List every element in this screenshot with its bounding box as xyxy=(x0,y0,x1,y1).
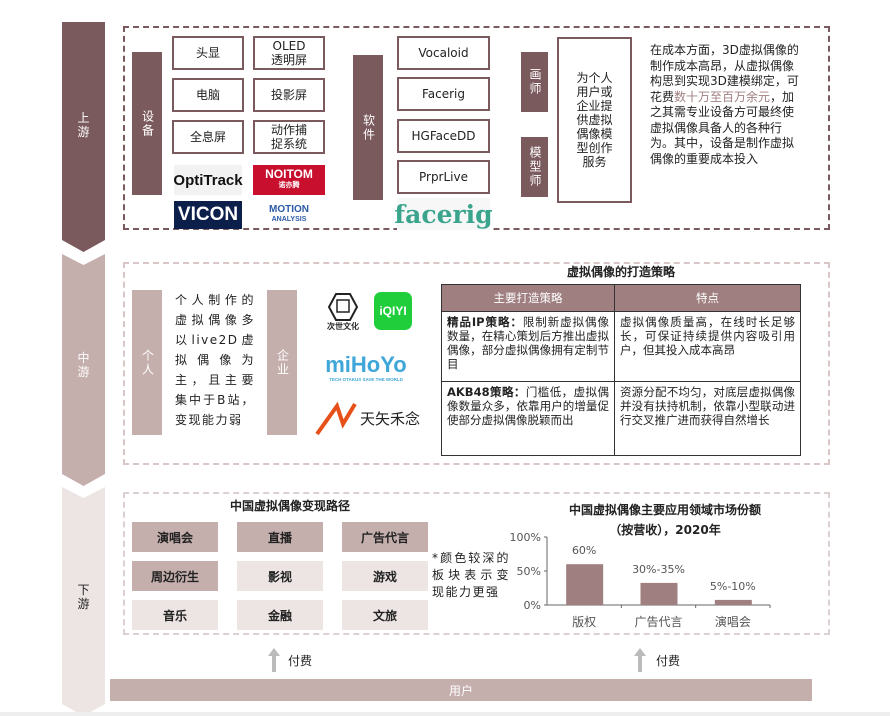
software-item: Vocaloid xyxy=(397,36,490,70)
strategy-cell: AKB48策略：门槛低，虚拟偶像数量众多，依靠用户的增量促使部分虚拟偶像脱颖而出 xyxy=(441,381,615,456)
cishi-logo: 次世文化 xyxy=(318,290,368,334)
equipment-item: OLED透明屏 xyxy=(253,36,325,70)
bar xyxy=(566,564,604,605)
equipment-item: 全息屏 xyxy=(172,120,244,154)
cost-text: 在成本方面，3D虚拟偶像的制作成本高昂，从虚拟偶像构思到实现3D建模绑定，可花费 xyxy=(650,43,799,104)
monetization-tile: 游戏 xyxy=(342,561,428,591)
feature-cell: 资源分配不均匀，对底层虚拟偶像并没有扶持机制，依靠小型联动进行交叉推广进而获得自… xyxy=(614,381,801,456)
monetization-tile: 周边衍生 xyxy=(132,561,218,591)
cost-text: ，加之其需专业设备方可最终使虚拟偶像具备人的各种行为。其中，设备是制作虚拟偶像的… xyxy=(650,89,795,166)
bar xyxy=(714,599,752,605)
data-label: 30%-35% xyxy=(632,563,685,576)
data-label: 5%-10% xyxy=(710,580,756,593)
market-share-chart: 100% 50% 0% 60% 版权 30%-35% 广告代言 5%-10% 演唱会 xyxy=(510,531,771,629)
chart-title: 中国虚拟偶像主要应用领域市场份额 xyxy=(568,503,761,517)
equipment-item: 投影屏 xyxy=(253,78,325,112)
stage-chevrons xyxy=(62,22,105,716)
equipment-item: 动作捕捉系统 xyxy=(253,120,325,154)
software-item: Facerig xyxy=(397,77,490,111)
x-tick-label: 广告代言 xyxy=(634,615,682,629)
facerig-logo: facerig xyxy=(394,198,493,230)
user-bar: 用户 xyxy=(110,679,812,701)
pay-label: 付费 xyxy=(656,654,681,668)
feature-cell: 虚拟偶像质量高，在线时长足够长，可保证持续提供内容吸引用户，但其投入成本高昂 xyxy=(614,311,801,382)
data-label: 60% xyxy=(572,544,596,557)
cishi-emblem-icon xyxy=(328,292,358,321)
x-tick-label: 演唱会 xyxy=(715,614,751,629)
pay-arrow-icon xyxy=(268,648,280,672)
equipment-item: 电脑 xyxy=(172,78,244,112)
downstream-chevron xyxy=(62,487,105,716)
software-item: HGFaceDD xyxy=(397,119,490,153)
monetization-tile: 文旅 xyxy=(342,600,428,630)
equipment-label: 设备 xyxy=(132,52,162,195)
y-tick-label: 100% xyxy=(510,531,541,544)
paths-note: *颜色较深的板块表示变现能力更强 xyxy=(432,551,510,599)
table-header: 主要打造策略 xyxy=(441,284,615,312)
equipment-item: 头显 xyxy=(172,36,244,70)
optitrack-logo: OptiTrack xyxy=(173,165,243,195)
stage-midstream: 中游 xyxy=(77,351,90,379)
monetization-tile: 金融 xyxy=(237,600,323,630)
role-modeler: 模型师 xyxy=(521,137,548,197)
monetization-tile: 演唱会 xyxy=(132,522,218,552)
table-row: AKB48策略：门槛低，虚拟偶像数量众多，依靠用户的增量促使部分虚拟偶像脱颖而出… xyxy=(441,381,801,456)
individual-label: 个人 xyxy=(132,290,162,435)
midstream-panel xyxy=(123,262,830,465)
cost-description: 在成本方面，3D虚拟偶像的制作成本高昂，从虚拟偶像构思到实现3D建模绑定，可花费… xyxy=(650,43,802,167)
monetization-tile: 影视 xyxy=(237,561,323,591)
pay-label: 付费 xyxy=(288,654,313,668)
service-box: 为个人用户或企业提供虚拟偶像模型创作服务 xyxy=(557,37,632,203)
monetization-tile: 广告代言 xyxy=(342,522,428,552)
upstream-chevron xyxy=(62,22,105,252)
y-tick-label: 50% xyxy=(517,565,541,578)
monetization-tile: 音乐 xyxy=(132,600,218,630)
midstream-chevron xyxy=(62,254,105,486)
x-tick-label: 版权 xyxy=(572,615,596,629)
table-header: 特点 xyxy=(614,284,801,312)
role-painter: 画师 xyxy=(521,52,548,112)
iqiyi-logo: iQIYI xyxy=(374,292,412,330)
software-item: PrprLive xyxy=(397,160,490,194)
downstream-panel xyxy=(123,492,830,635)
pay-arrow-icon xyxy=(634,648,646,672)
strategy-cell: 精品IP策略：限制新虚拟偶像数量，在精心策划后方推出虚拟偶像，部分虚拟偶像拥有定… xyxy=(441,311,615,382)
strategy-table-title: 虚拟偶像的打造策略 xyxy=(566,265,675,279)
stage-downstream: 下游 xyxy=(77,583,90,611)
vicon-logo: VICON xyxy=(174,201,242,229)
tianshi-logo: 天矢禾念 xyxy=(315,400,420,436)
individual-description: 个人制作的虚拟偶像多以live2D虚拟偶像为主，且主要集中于B站，变现能力弱 xyxy=(175,293,255,427)
table-row: 精品IP策略：限制新虚拟偶像数量，在精心策划后方推出虚拟偶像，部分虚拟偶像拥有定… xyxy=(441,311,801,382)
monetization-tile: 直播 xyxy=(237,522,323,552)
tianshi-emblem-icon xyxy=(315,401,357,436)
paths-title: 中国虚拟偶像变现路径 xyxy=(229,499,350,513)
y-tick-label: 0% xyxy=(524,599,541,612)
software-label: 软件 xyxy=(353,55,383,200)
bottom-divider xyxy=(0,712,890,716)
stage-upstream: 上游 xyxy=(77,111,90,139)
cost-highlight: 数十万至百万余元 xyxy=(674,89,771,104)
chart-subtitle: （按营收），2020年 xyxy=(609,523,721,537)
strategy-table: 主要打造策略特点 精品IP策略：限制新虚拟偶像数量，在精心策划后方推出虚拟偶像，… xyxy=(441,284,801,456)
enterprise-label: 企业 xyxy=(267,290,297,435)
bar xyxy=(640,582,678,605)
